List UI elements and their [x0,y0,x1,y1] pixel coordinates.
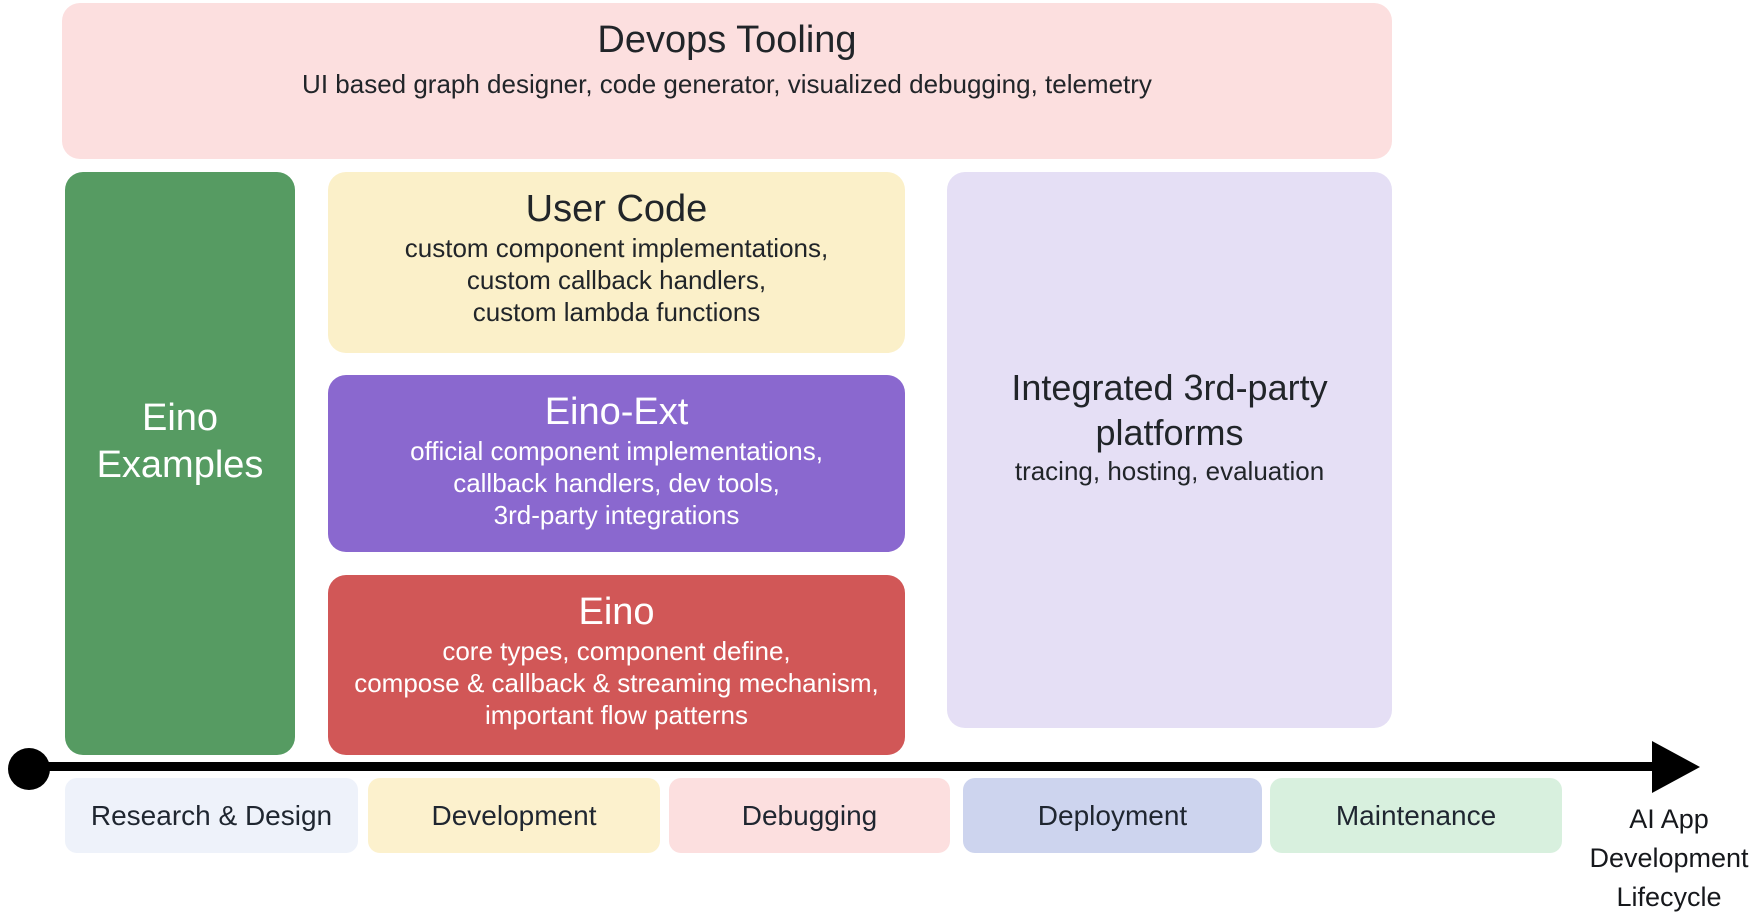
axis-label-line-1: AI App [1629,804,1709,834]
eino-core-title: Eino [578,591,655,633]
stage-debugging: Debugging [669,778,950,853]
eino-examples-line-1: Eino [141,396,219,439]
eino-core-line-2: compose & callback & streaming mechanism… [354,668,879,698]
eino-ext-line-3: 3rd-party integrations [493,500,740,530]
devops-tooling-box: Devops Tooling UI based graph designer, … [62,3,1392,159]
eino-core-box: Eino core types, component define, compo… [328,575,905,755]
integrated-platforms-subtitle: tracing, hosting, evaluation [1014,456,1325,486]
timeline-arrowhead-icon [1652,741,1700,793]
axis-label-line-3: Lifecycle [1616,882,1722,912]
eino-examples-box: Eino Examples [65,172,295,755]
user-code-line-3: custom lambda functions [472,297,761,327]
eino-core-line-1: core types, component define, [442,636,791,666]
eino-examples-label: Eino Examples [97,395,264,489]
timeline-axis-label: AI App Development Lifecycle [1578,800,1760,917]
devops-tooling-subtitle: UI based graph designer, code generator,… [302,69,1152,99]
integrated-platforms-label: Integrated 3rd-party platforms tracing, … [1011,365,1327,487]
stage-development: Development [368,778,660,853]
eino-core-line-3: important flow patterns [484,700,748,730]
timeline-axis-line [29,762,1656,771]
eino-ext-title: Eino-Ext [544,391,689,433]
eino-ext-line-2: callback handlers, dev tools, [453,468,780,498]
integrated-platforms-box: Integrated 3rd-party platforms tracing, … [947,172,1392,728]
eino-examples-line-2: Examples [96,443,264,486]
user-code-title: User Code [525,188,708,230]
user-code-box: User Code custom component implementatio… [328,172,905,353]
integrated-platforms-title-line-2: platforms [1095,412,1244,453]
stage-deployment: Deployment [963,778,1262,853]
stage-maintenance: Maintenance [1270,778,1562,853]
user-code-line-2: custom callback handlers, [466,265,767,295]
devops-tooling-title: Devops Tooling [597,19,857,61]
eino-ext-line-1: official component implementations, [410,436,823,466]
axis-label-line-2: Development [1589,843,1749,873]
stage-research-design: Research & Design [65,778,358,853]
integrated-platforms-title-line-1: Integrated 3rd-party [1011,367,1328,408]
user-code-line-1: custom component implementations, [404,233,829,263]
eino-ext-box: Eino-Ext official component implementati… [328,375,905,552]
